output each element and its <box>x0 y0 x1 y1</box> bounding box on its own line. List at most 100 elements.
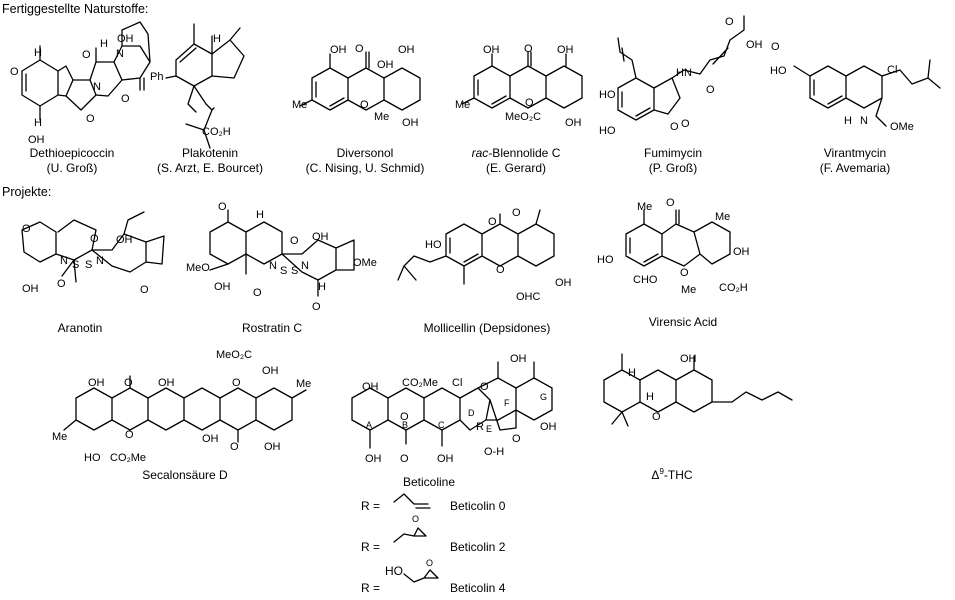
credit-virantmycin: (F. Avemaria) <box>820 161 890 175</box>
atom-oh: OH <box>312 231 329 243</box>
atom-oh: OH <box>116 234 133 246</box>
atom-oh: OH <box>733 246 750 258</box>
structure-plakotenin: Ph H CO₂H <box>150 23 245 149</box>
atom-ho: HO <box>425 239 442 251</box>
label-fumimycin: Fumimycin <box>644 146 702 160</box>
atom-oh: OH <box>214 281 231 293</box>
atom-n: N <box>96 255 104 267</box>
atom-oh: OH <box>483 44 500 56</box>
atom-o: O <box>426 558 433 568</box>
label-aranotin: Aranotin <box>58 321 103 335</box>
atom-o: O <box>400 411 409 423</box>
atom-oh: OH <box>377 59 394 71</box>
atom-n: N <box>269 260 277 272</box>
atom-o: O <box>57 278 66 290</box>
r-equals-label: R = <box>361 581 380 595</box>
atom-ho: HO <box>84 452 101 464</box>
atom-o: O <box>512 207 521 219</box>
structure-dethioepicoccin: O H H OH N O N O H OH O <box>10 21 151 146</box>
structure-virensic: Me O Me HO OH O CHO Me CO₂H <box>597 197 750 296</box>
atom-h: H <box>318 281 326 293</box>
atom-ho: HO <box>385 564 403 578</box>
atom-o: O <box>525 97 534 109</box>
atom-o: O <box>412 514 419 524</box>
atom-oh: OH <box>555 277 572 289</box>
atom-co2me: CO₂Me <box>110 452 146 464</box>
atom-o: O <box>10 66 19 78</box>
structure-rostratin: O H O OH OMe MeO N S S N OH O H O <box>186 201 377 313</box>
atom-n: N <box>93 81 101 93</box>
structure-fumimycin: HO HO O O HN O OH O <box>599 15 763 137</box>
atom-s: S <box>72 259 79 271</box>
atom-oh: OH <box>262 365 279 377</box>
atom-n: N <box>116 48 124 60</box>
credit-plakotenin: (S. Arzt, E. Bourcet) <box>157 161 263 175</box>
atom-oh: OH <box>365 453 382 465</box>
label-thc-sup: 9 <box>659 467 664 476</box>
atom-o: O <box>670 121 679 133</box>
atom-oh: OH <box>565 117 582 129</box>
atom-oh: OH <box>202 433 219 445</box>
atom-me: Me <box>637 201 652 213</box>
r-equals-label: R = <box>361 540 380 554</box>
atom-o: O <box>480 381 489 393</box>
label-beticoline: Beticoline <box>403 475 455 489</box>
atom-o: O <box>496 264 505 276</box>
atom-meo2c: MeO₂C <box>505 111 541 123</box>
atom-n: N <box>301 260 309 272</box>
atom-o: O <box>666 197 675 209</box>
atom-o: O <box>488 216 497 228</box>
atom-ome: OMe <box>353 257 377 269</box>
label-virantmycin: Virantmycin <box>824 146 886 160</box>
ring-label-b: B <box>402 420 408 430</box>
structure-secalonsaeure: OH O OH MeO₂C OH Me O Me O OH O OH HO CO… <box>52 349 311 464</box>
atom-o: O <box>290 235 299 247</box>
atom-o: O <box>253 287 262 299</box>
atom-o: O <box>360 99 369 111</box>
label-thc-rest: -THC <box>664 468 693 482</box>
label-thc-delta: Δ <box>651 468 659 482</box>
ring-label-g: G <box>540 392 547 402</box>
label-beticolin-4: Beticolin 4 <box>450 581 506 595</box>
atom-me: Me <box>52 431 67 443</box>
atom-oh: OH <box>510 353 527 365</box>
atom-o: O <box>725 16 734 28</box>
atom-o: O <box>524 43 533 55</box>
ring-label-e: E <box>486 424 492 434</box>
atom-s: S <box>85 259 92 271</box>
atom-o: O <box>124 377 133 389</box>
atom-oh: OH <box>362 381 379 393</box>
ring-label-a: A <box>366 420 372 430</box>
atom-h: H <box>256 209 264 221</box>
atom-me: Me <box>715 211 730 223</box>
atom-o: O <box>232 377 241 389</box>
atom-o-h: O-H <box>484 446 504 458</box>
atom-ome: OMe <box>890 121 914 133</box>
structure-beticoline: OH CO₂Me Cl O OH OH O OH O OH R O O-H A … <box>351 353 557 465</box>
atom-o: O <box>681 118 690 130</box>
structure-diversonol: OH O OH OH Me O Me OH <box>292 43 421 129</box>
atom-oh: OH <box>28 134 45 146</box>
atom-co2h: CO₂H <box>202 126 231 138</box>
label-blennolide: rac-Blennolide C <box>472 146 561 160</box>
atom-h: H <box>34 117 42 129</box>
beticolin-variants: R = Beticolin 0 R = O Beticolin 2 R = HO… <box>361 493 506 595</box>
atom-h: H <box>646 391 654 403</box>
ring-label-c: C <box>438 420 445 430</box>
atom-o: O <box>218 201 227 213</box>
heading-projects: Projekte: <box>2 185 51 199</box>
atom-oh: OH <box>437 453 454 465</box>
atom-ho: HO <box>770 65 787 77</box>
atom-co2me: CO₂Me <box>402 377 438 389</box>
label-beticolin-2: Beticolin 2 <box>450 540 506 554</box>
structure-blennolide: OH O OH Me O MeO₂C OH <box>455 43 583 129</box>
label-secalonsaeure: Secalonsäure D <box>142 468 228 482</box>
atom-s: S <box>291 265 298 277</box>
atom-h: H <box>213 33 221 45</box>
atom-n: N <box>860 115 868 127</box>
atom-o: O <box>652 411 661 423</box>
atom-oh: OH <box>402 117 419 129</box>
atom-h: H <box>34 47 42 59</box>
label-virensic: Virensic Acid <box>649 315 717 329</box>
